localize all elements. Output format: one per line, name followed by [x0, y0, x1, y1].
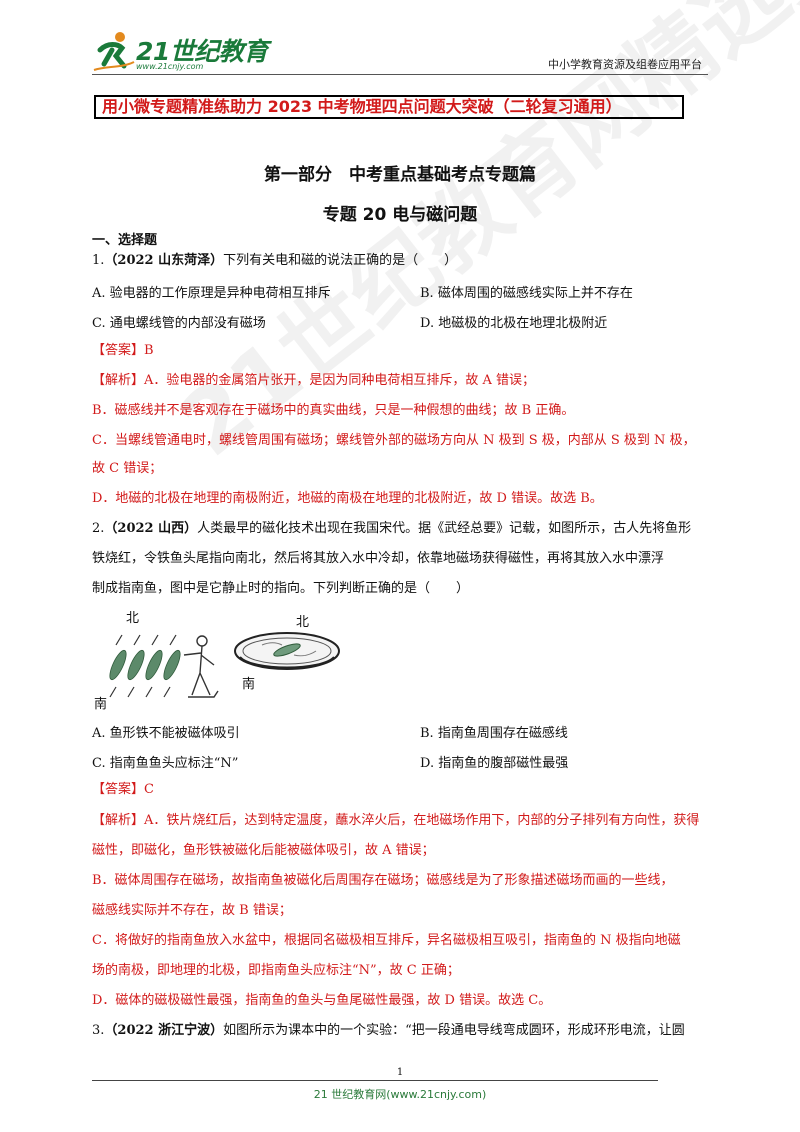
compass-fish-figure: 北 南 北 南: [92, 605, 342, 712]
q1-explanation-line: 故 C 错误；: [92, 461, 163, 476]
question-2-stem: 2.（2022 山西）人类最早的磁化技术出现在我国宋代。据《武经总要》记载，如图…: [92, 520, 691, 538]
footer-divider: [92, 1080, 658, 1081]
q2-explanation-line: 磁性，即磁化，鱼形铁被磁化后能被磁体吸引，故 A 错误；: [92, 843, 435, 858]
question-1-stem: 1.（2022 山东菏泽）下列有关电和磁的说法正确的是（ ）: [92, 252, 457, 270]
runner-logo-icon: [93, 32, 135, 71]
question-3-source: （2022 浙江宁波）: [104, 1023, 224, 1038]
q1-explanation-line: 【解析】A．验电器的金属箔片张开，是因为同种电荷相互排斥，故 A 错误；: [92, 373, 536, 388]
question-2-text: 人类最早的磁化技术出现在我国宋代。据《武经总要》记载，如图所示，古人先将鱼形: [197, 521, 692, 536]
q2-explanation-line: C．将做好的指南鱼放入水盆中，根据同名磁极相互排斥，异名磁极相互吸引，指南鱼的 …: [92, 933, 681, 948]
q1-option-b: B. 磁体周围的磁感线实际上并不存在: [420, 286, 633, 301]
basin-south-label: 南: [242, 677, 256, 692]
q2-answer: 【答案】C: [92, 782, 154, 797]
question-2-text-line: 制成指南鱼，图中是它静止时的指向。下列判断正确的是（ ）: [92, 581, 470, 596]
q1-answer: 【答案】B: [92, 343, 154, 358]
logo-text: 21世纪教育: [136, 37, 268, 66]
series-banner: 用小微专题精准练助力 2023 中考物理四点问题大突破（二轮复习通用）: [94, 95, 684, 119]
q1-option-a: A. 验电器的工作原理是异种电荷相互排斥: [92, 286, 331, 301]
q2-option-d: D. 指南鱼的腹部磁性最强: [420, 756, 569, 771]
q1-option-c: C. 通电螺线管的内部没有磁场: [92, 316, 266, 331]
question-3-number: 3.: [92, 1023, 105, 1038]
forging-scene-illustration: [109, 634, 219, 698]
basin-north-label: 北: [296, 615, 310, 630]
question-2-source: （2022 山西）: [104, 521, 198, 536]
section-heading: 一、选择题: [92, 233, 158, 248]
q1-explanation-line: C．当螺线管通电时，螺线管周围有磁场；螺线管外部的磁场方向从 N 极到 S 极，…: [92, 433, 696, 448]
question-2-text-line: 铁烧红，令铁鱼头尾指向南北，然后将其放入水中冷却，依靠地磁场获得磁性，再将其放入…: [92, 551, 665, 566]
question-2-number: 2.: [92, 521, 105, 536]
question-1-number: 1.: [92, 253, 105, 268]
q2-explanation-line: 场的南极，即地理的北极，即指南鱼头应标注“N”，故 C 正确；: [92, 963, 460, 978]
q2-explanation-line: B．磁体周围存在磁场，故指南鱼被磁化后周围存在磁场；磁感线是为了形象描述磁场而画…: [92, 873, 674, 888]
q1-option-d: D. 地磁极的北极在地理北极附近: [420, 316, 608, 331]
figure-south-label: 南: [94, 697, 108, 712]
topic-title: 专题 20 电与磁问题: [322, 205, 478, 225]
q1-explanation-line: B．磁感线并不是客观存在于磁场中的真实曲线，只是一种假想的曲线；故 B 正确。: [92, 403, 575, 418]
q2-explanation-line: 磁感线实际并不存在，故 B 错误；: [92, 903, 292, 918]
part-title: 第一部分 中考重点基础考点专题篇: [264, 165, 536, 185]
logo-url: www.21cnjy.com: [136, 62, 204, 71]
q2-explanation-line: 【解析】A．铁片烧红后，达到特定温度，蘸水淬火后，在地磁场作用下，内部的分子排列…: [92, 813, 700, 828]
platform-name: 中小学教育资源及组卷应用平台: [548, 58, 702, 71]
question-1-source: （2022 山东菏泽）: [104, 253, 224, 268]
q2-option-a: A. 鱼形铁不能被磁体吸引: [92, 726, 240, 741]
footer-site-link[interactable]: 21 世纪教育网(www.21cnjy.com): [313, 1088, 487, 1101]
header-divider: [92, 74, 708, 75]
question-1-text: 下列有关电和磁的说法正确的是（ ）: [223, 253, 458, 268]
question-3-stem: 3.（2022 浙江宁波）如图所示为课本中的一个实验：“把一段通电导线弯成圆环，…: [92, 1022, 685, 1040]
q2-explanation-line: D．磁体的磁极磁性最强，指南鱼的鱼头与鱼尾磁性最强，故 D 错误。故选 C。: [92, 993, 552, 1008]
q2-option-b: B. 指南鱼周围存在磁感线: [420, 726, 568, 741]
water-basin-illustration: [234, 632, 340, 670]
question-3-text: 如图所示为课本中的一个实验：“把一段通电导线弯成圆环，形成环形电流，让圆: [223, 1023, 685, 1038]
q2-option-c: C. 指南鱼鱼头应标注“N”: [92, 756, 239, 771]
q1-explanation-line: D．地磁的北极在地理的南极附近，地磁的南极在地理的北极附近，故 D 错误。故选 …: [92, 491, 603, 506]
page-number: 1: [396, 1067, 404, 1078]
figure-north-label: 北: [126, 611, 140, 626]
site-logo[interactable]: 21世纪教育 www.21cnjy.com: [92, 26, 292, 78]
